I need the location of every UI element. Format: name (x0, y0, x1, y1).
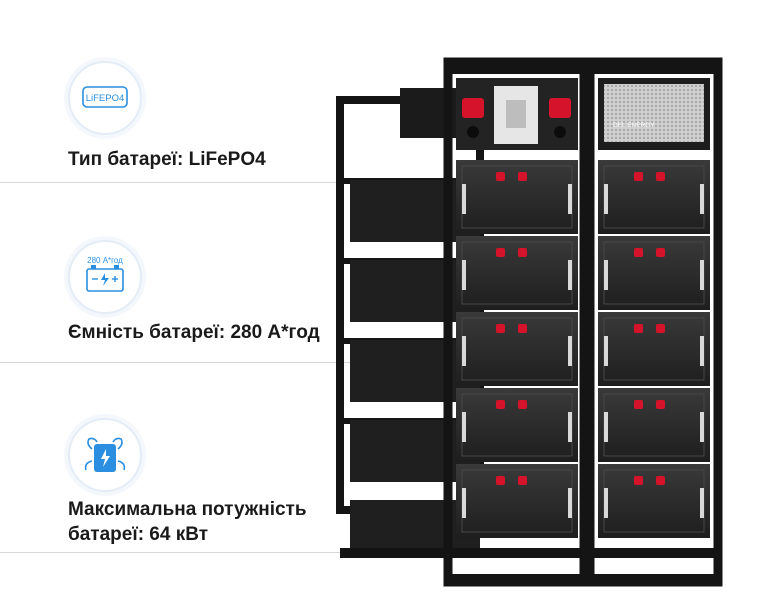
divider (0, 552, 360, 553)
battery-modules-right (598, 160, 710, 538)
battery-power-icon (68, 418, 142, 492)
battery-power-line1: Максимальна потужність (68, 499, 307, 520)
battery-rack-image: DEL ENERGY (336, 57, 723, 587)
lifepo4-badge-text: LiFEPO4 (86, 93, 125, 104)
battery-capacity-label: Ємність батареї: 280 А*год (68, 322, 320, 343)
battery-capacity-icon: 280 А*год (68, 240, 142, 314)
capacity-badge-text: 280 А*год (87, 256, 123, 265)
battery-power-line2: батареї: 64 кВт (68, 524, 208, 545)
battery-modules-left (456, 160, 578, 538)
divider (0, 182, 360, 183)
rack-brand-label: DEL ENERGY (613, 122, 655, 129)
battery-power-label: Максимальна потужність батареї: 64 кВт (68, 497, 307, 547)
lifepo4-badge-icon: LiFEPO4 (68, 61, 142, 135)
divider (0, 362, 360, 363)
battery-type-label: Тип батареї: LiFePO4 (68, 149, 266, 170)
